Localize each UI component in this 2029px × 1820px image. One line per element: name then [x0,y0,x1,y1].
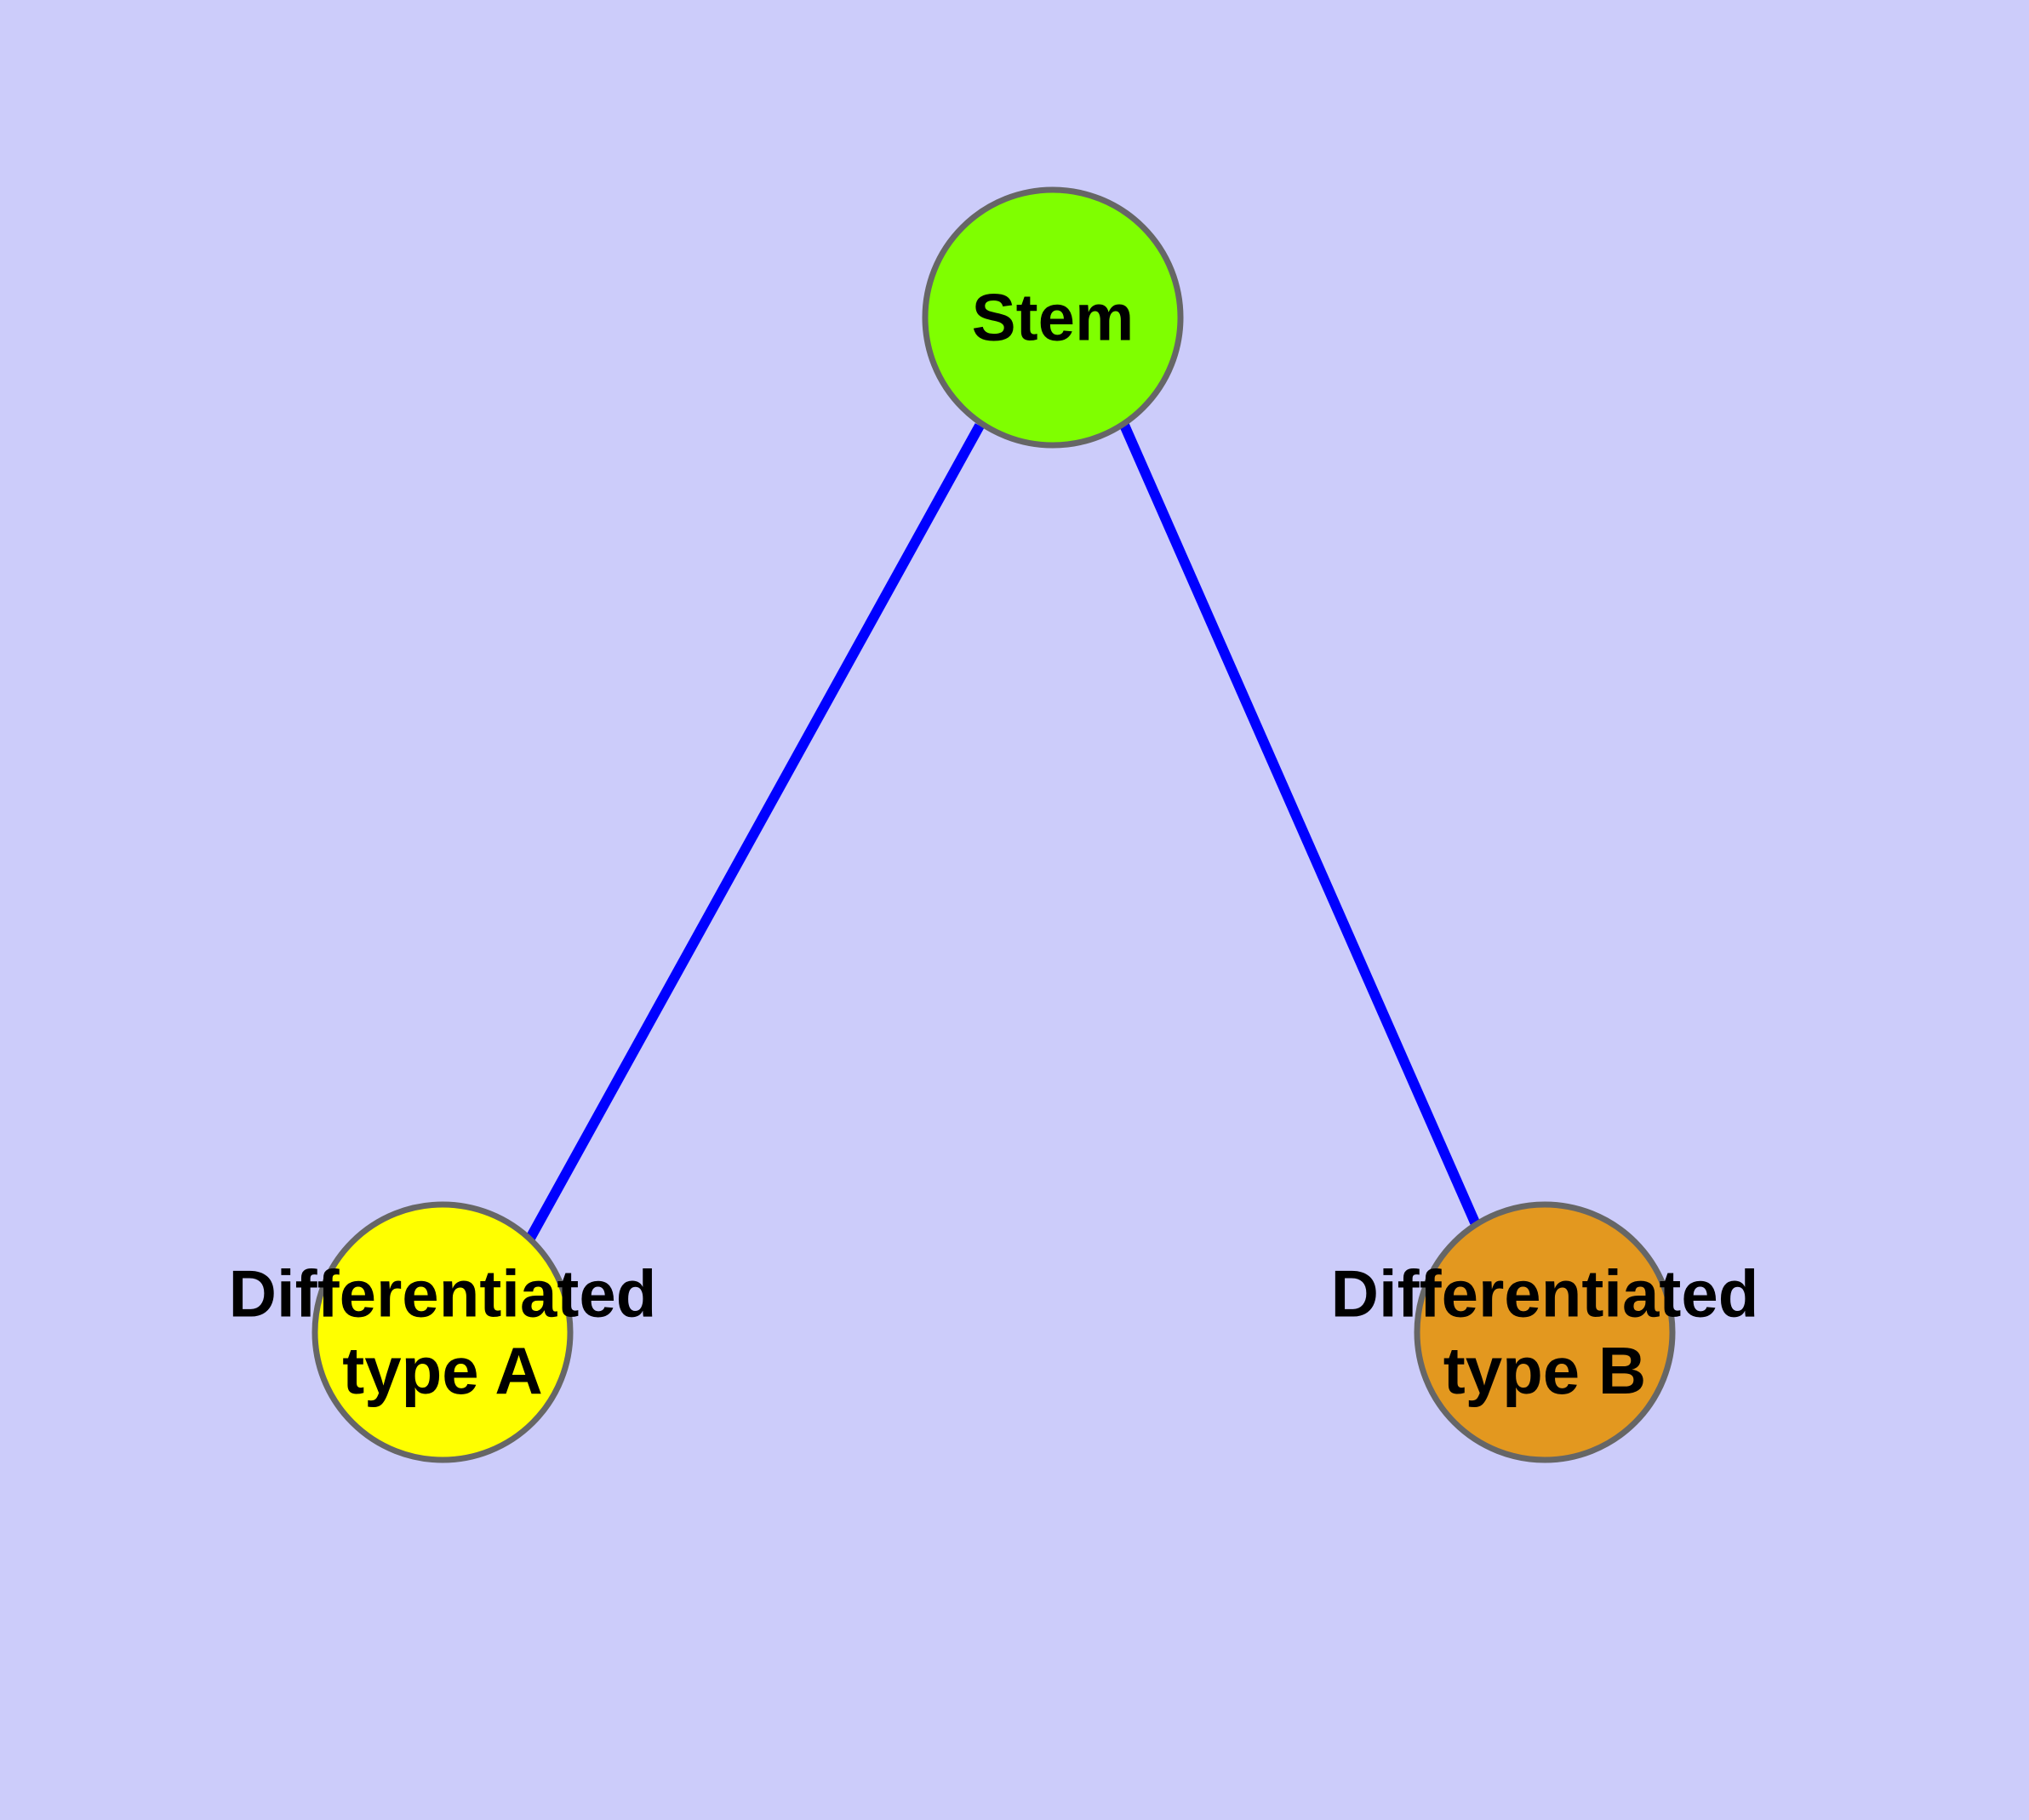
node-label-line: type A [342,1333,543,1408]
node-stem[interactable] [922,186,1184,449]
edges-layer [523,421,1486,1245]
node-differentiated-type-b[interactable] [1414,1201,1676,1463]
edge-stem-to-differentiated-type-a[interactable] [523,423,985,1245]
node-label-line: Differentiated [229,1256,657,1331]
node-differentiated-type-b-circle[interactable] [1414,1201,1676,1463]
edge-stem-to-differentiated-type-b[interactable] [1118,421,1486,1239]
node-label-line: Stem [972,280,1135,355]
node-label-stem: Stem [972,280,1135,355]
node-label-line: type B [1443,1333,1646,1408]
node-differentiated-type-a[interactable] [311,1201,574,1463]
node-label-line: Differentiated [1331,1256,1759,1331]
nodes-layer [311,186,1676,1463]
node-differentiated-type-a-circle[interactable] [311,1201,574,1463]
node-stem-circle[interactable] [922,186,1184,449]
